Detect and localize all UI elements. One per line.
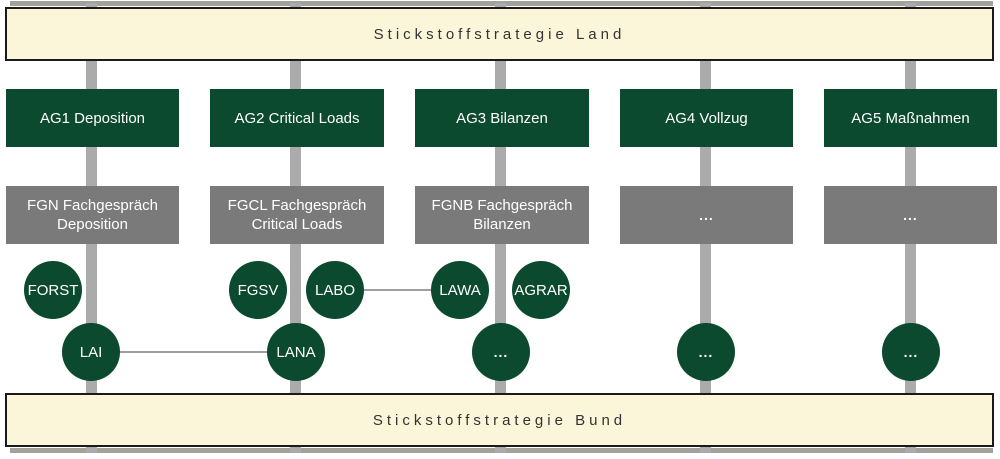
banner-stickstoffstrategie-bund: Stickstoffstrategie Bund — [5, 393, 994, 447]
circle-ag3-placeholder: ... — [472, 323, 530, 381]
node-fg-ag5-placeholder: ... — [824, 186, 997, 244]
node-ag2-critical-loads: AG2 Critical Loads — [210, 89, 384, 147]
connector-labo-lawa — [335, 289, 460, 291]
circle-forst: FORST — [24, 261, 82, 319]
circle-labo: LABO — [306, 261, 364, 319]
circle-fgsv: FGSV — [229, 261, 287, 319]
circle-agrar: AGRAR — [512, 261, 570, 319]
node-ag3-bilanzen: AG3 Bilanzen — [415, 89, 589, 147]
banner-stickstoffstrategie-land: Stickstoffstrategie Land — [5, 7, 994, 61]
node-fgn-fachgespraech-deposition: FGN Fachgespräch Deposition — [6, 186, 179, 244]
connector-lai-lana — [91, 351, 296, 353]
circle-lawa: LAWA — [431, 261, 489, 319]
circle-ag4-placeholder: ... — [677, 323, 735, 381]
circle-ag5-placeholder: ... — [882, 323, 940, 381]
node-fgnb-fachgespraech-bilanzen: FGNB Fachgespräch Bilanzen — [415, 186, 589, 244]
circle-lana: LANA — [267, 323, 325, 381]
node-ag4-vollzug: AG4 Vollzug — [620, 89, 793, 147]
node-ag5-massnahmen: AG5 Maßnahmen — [824, 89, 997, 147]
node-fgcl-fachgespraech-critical-loads: FGCL Fachgespräch Critical Loads — [210, 186, 384, 244]
node-ag1-deposition: AG1 Deposition — [6, 89, 179, 147]
node-fg-ag4-placeholder: ... — [620, 186, 793, 244]
circle-lai: LAI — [62, 323, 120, 381]
